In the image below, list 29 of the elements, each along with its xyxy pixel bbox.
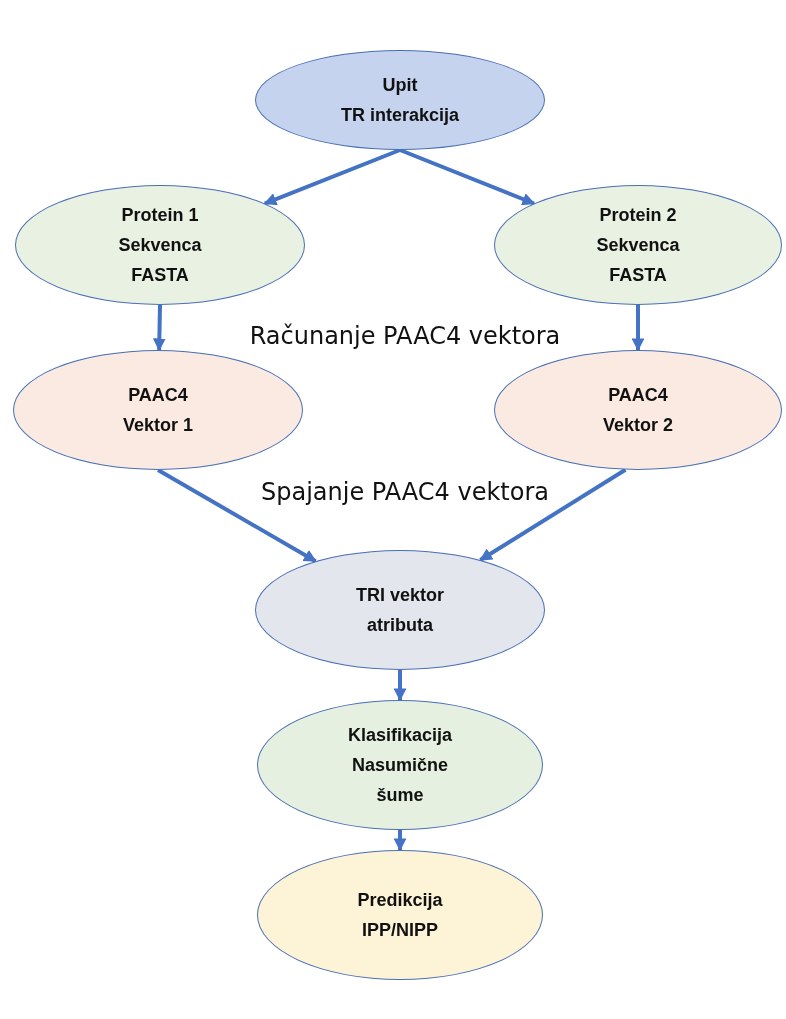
arrow	[393, 830, 407, 852]
arrow	[631, 305, 645, 352]
node-text: IPP/NIPP	[362, 919, 438, 942]
arrow	[157, 468, 317, 563]
node-text: Upit	[382, 74, 418, 97]
node-text: atributa	[367, 614, 433, 637]
node-text: TRI vektor	[356, 584, 444, 607]
node-text: Protein 1	[121, 204, 199, 227]
node-text: TR interakcija	[340, 104, 459, 127]
step-label: Spajanje PAAC4 vektora	[261, 478, 549, 506]
node-text: Nasumične	[351, 754, 448, 777]
node-text: Predikcija	[357, 889, 443, 912]
node-text: Sekvenca	[118, 234, 202, 257]
node-text: PAAC4	[608, 384, 668, 407]
node-text: PAAC4	[128, 384, 188, 407]
arrow	[393, 670, 407, 702]
node-text: Vektor 1	[122, 414, 193, 437]
node-text: Sekvenca	[596, 234, 680, 257]
step-label: Računanje PAAC4 vektora	[249, 322, 561, 350]
node-text: Vektor 2	[602, 414, 673, 437]
arrow	[399, 148, 536, 206]
arrow	[479, 468, 627, 562]
arrow	[263, 148, 401, 206]
node-text: Protein 2	[599, 204, 677, 227]
node-text: Klasifikacija	[347, 724, 453, 747]
node-text: FASTA	[131, 264, 189, 287]
node-text: FASTA	[609, 264, 667, 287]
arrow	[152, 304, 166, 352]
node-text: šume	[376, 784, 424, 807]
